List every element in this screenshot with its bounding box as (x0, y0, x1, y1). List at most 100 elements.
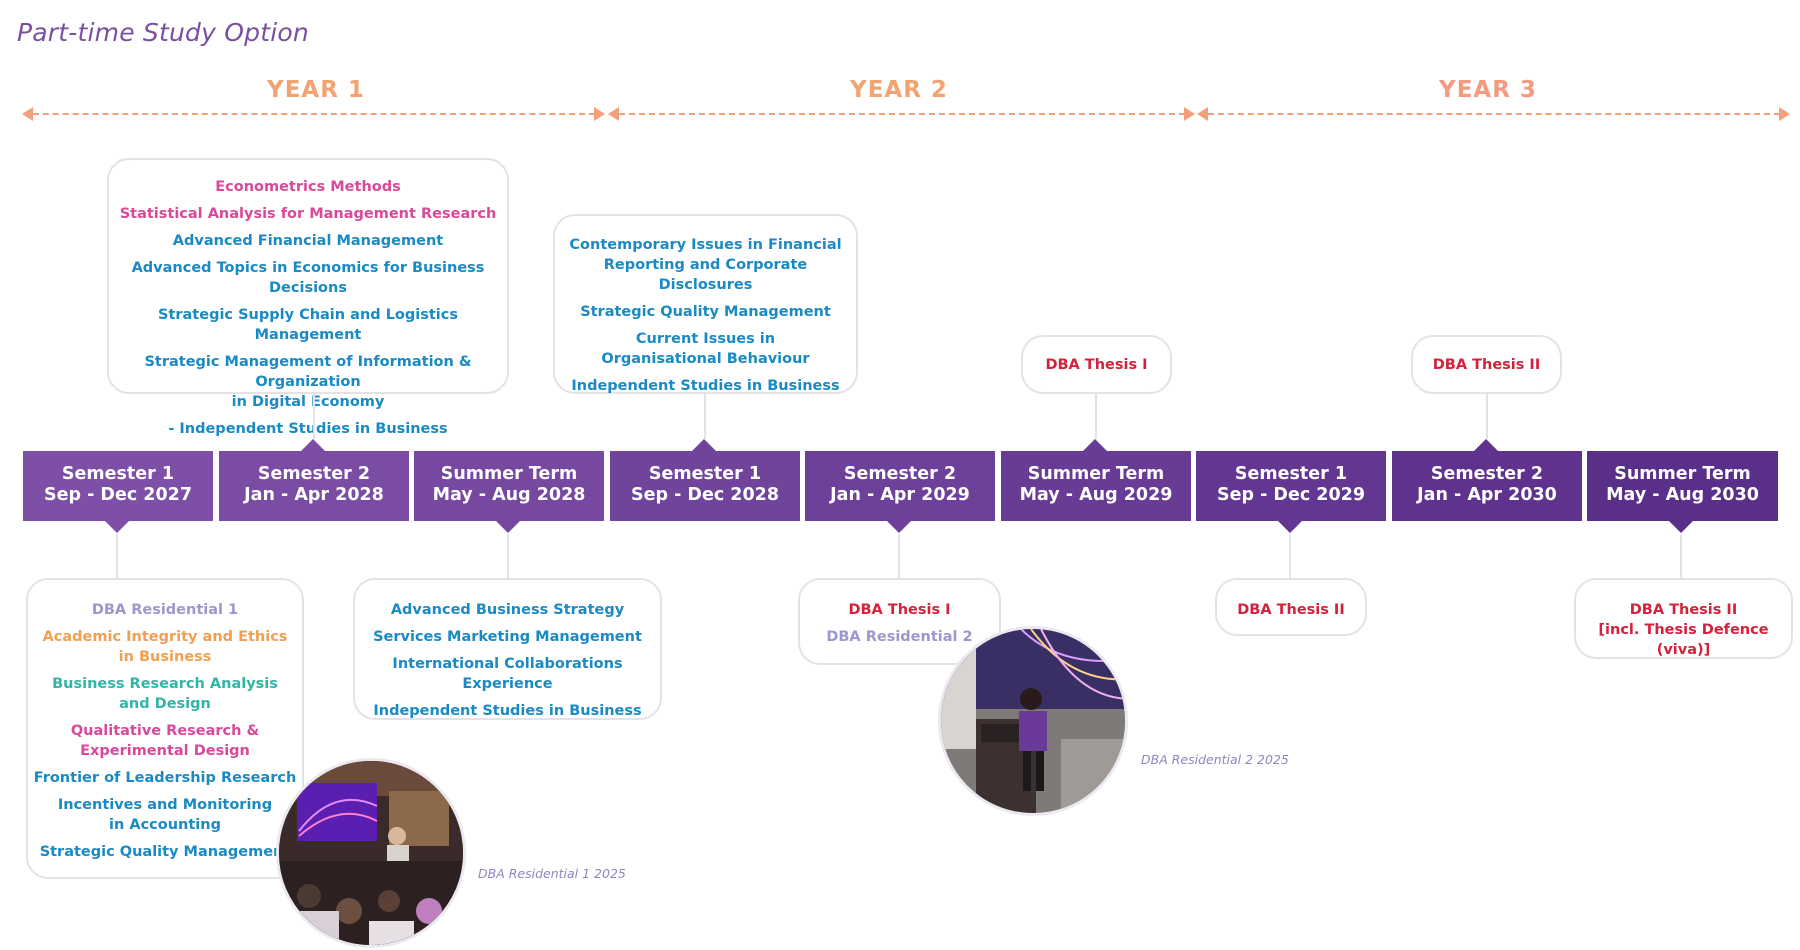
arrow-left-icon (22, 107, 33, 121)
arrow-left-icon (1197, 107, 1208, 121)
term-block: Semester 2 Jan - Apr 2029 (805, 451, 995, 521)
notch-down-icon (887, 521, 911, 533)
term-dates: May - Aug 2028 (432, 485, 586, 505)
term-block: Semester 1 Sep - Dec 2028 (610, 451, 800, 521)
arrow-right-icon (1184, 107, 1195, 121)
term-block: Semester 2 Jan - Apr 2030 (1392, 451, 1582, 521)
term-name: Summer Term (440, 464, 578, 484)
residential-2-photo (938, 626, 1128, 816)
term-name: Summer Term (1614, 464, 1751, 484)
arrow-left-icon (608, 107, 619, 121)
residential-1-caption: DBA Residential 1 2025 (478, 866, 626, 881)
course-box-y2-summer: DBA Thesis I (1021, 335, 1172, 394)
course-box-y3-sem2: DBA Thesis II (1411, 335, 1562, 394)
course-item: DBA Thesis I (1045, 357, 1148, 373)
course-box-y3-summer: DBA Thesis II [incl. Thesis Defence (viv… (1574, 578, 1793, 659)
course-item: Strategic Supply Chain and Logistics Man… (158, 307, 458, 343)
term-dates: Sep - Dec 2029 (1216, 485, 1365, 505)
course-item: Independent Studies in Business (571, 378, 840, 394)
year-1-label: YEAR 1 (267, 77, 365, 103)
course-item: International Collaborations Experience (392, 656, 623, 692)
term-name: Semester 2 (1430, 464, 1544, 484)
course-item: Frontier of Leadership Research (33, 770, 297, 786)
course-item: Advanced Business Strategy (390, 602, 625, 618)
course-item: - Independent Studies in Business (168, 421, 448, 437)
residential-1-photo-image (279, 761, 463, 945)
term-timeline: Semester 1 Sep - Dec 2027 Semester 2 Jan… (23, 451, 1778, 521)
course-item: Incentives and Monitoring in Accounting (57, 797, 273, 833)
connector-line (1680, 534, 1682, 579)
term-block: Semester 2 Jan - Apr 2028 (219, 451, 409, 521)
term-name: Semester 1 (648, 464, 762, 484)
course-box-y1-summer: Advanced Business Strategy Services Mark… (353, 578, 662, 720)
course-item: DBA Thesis II [incl. Thesis Defence (viv… (1598, 602, 1769, 658)
term-dates: Jan - Apr 2029 (830, 485, 970, 505)
term-name: Semester 2 (843, 464, 957, 484)
course-item: Services Marketing Management (373, 629, 642, 645)
year-1-dash (33, 113, 595, 115)
course-item: Business Research Analysis and Design (52, 676, 278, 712)
term-name: Semester 1 (61, 464, 175, 484)
connector-line (507, 534, 509, 579)
notch-down-icon (1278, 521, 1302, 533)
course-item: DBA Thesis II (1237, 602, 1345, 618)
connector-line (704, 393, 706, 439)
course-item: Advanced Topics in Economics for Busines… (131, 260, 485, 296)
notch-down-icon (1669, 521, 1693, 533)
course-box-y2-sem1: Contemporary Issues in Financial Reporti… (553, 214, 858, 394)
term-dates: Jan - Apr 2028 (244, 485, 384, 505)
term-name: Semester 1 (1234, 464, 1348, 484)
course-box-y3-sem1: DBA Thesis II (1215, 578, 1367, 636)
term-block: Semester 1 Sep - Dec 2029 (1196, 451, 1386, 521)
term-dates: May - Aug 2029 (1019, 485, 1173, 505)
course-item: Strategic Quality Management (39, 844, 291, 860)
term-dates: Sep - Dec 2028 (630, 485, 779, 505)
course-item: Academic Integrity and Ethics in Busines… (42, 629, 288, 665)
term-dates: Sep - Dec 2027 (43, 485, 192, 505)
connector-line (116, 534, 118, 579)
notch-up-icon (1083, 439, 1107, 451)
arrow-right-icon (594, 107, 605, 121)
connector-line (898, 534, 900, 579)
course-item: DBA Thesis I (848, 602, 951, 618)
residential-1-photo (276, 758, 466, 948)
connector-line (1486, 393, 1488, 439)
course-item: Econometrics Methods (215, 179, 401, 195)
year-3-dash (1208, 113, 1780, 115)
connector-line (313, 393, 315, 439)
course-item: DBA Thesis II (1432, 357, 1541, 373)
notch-down-icon (105, 521, 129, 533)
residential-2-caption: DBA Residential 2 2025 (1141, 752, 1289, 767)
year-3-label: YEAR 3 (1439, 77, 1537, 103)
course-item: Qualitative Research & Experimental Desi… (70, 723, 260, 759)
term-block: Summer Term May - Aug 2030 (1587, 451, 1778, 521)
connector-line (1095, 393, 1097, 439)
course-item: Current Issues in Organisational Behavio… (601, 331, 810, 367)
term-block: Semester 1 Sep - Dec 2027 (23, 451, 213, 521)
course-item: Strategic Management of Information & Or… (144, 354, 472, 410)
notch-up-icon (301, 439, 325, 451)
notch-up-icon (1474, 439, 1498, 451)
residential-2-photo-image (941, 629, 1125, 813)
course-item: DBA Residential 2 (826, 629, 973, 645)
course-item: Advanced Financial Management (172, 233, 444, 249)
year-2-dash (619, 113, 1185, 115)
course-item: Independent Studies in Business (373, 703, 642, 719)
page-title: Part-time Study Option (17, 18, 309, 47)
course-box-y1-sem2: Econometrics Methods Statistical Analysi… (107, 158, 509, 437)
course-box-y1-sem1: DBA Residential 1 Academic Integrity and… (26, 578, 304, 879)
course-item: DBA Residential 1 (91, 602, 239, 618)
term-dates: May - Aug 2030 (1606, 485, 1759, 505)
course-item: Strategic Quality Management (580, 304, 831, 320)
course-box-y2-sem2: DBA Thesis I DBA Residential 2 (798, 578, 1001, 665)
year-2-label: YEAR 2 (850, 77, 948, 103)
term-dates: Jan - Apr 2030 (1417, 485, 1557, 505)
term-block: Summer Term May - Aug 2029 (1001, 451, 1191, 521)
course-item: Statistical Analysis for Management Rese… (119, 206, 497, 222)
term-block: Summer Term May - Aug 2028 (414, 451, 604, 521)
term-name: Summer Term (1027, 464, 1165, 484)
arrow-right-icon (1779, 107, 1790, 121)
notch-down-icon (496, 521, 520, 533)
connector-line (1289, 534, 1291, 579)
term-name: Semester 2 (257, 464, 371, 484)
